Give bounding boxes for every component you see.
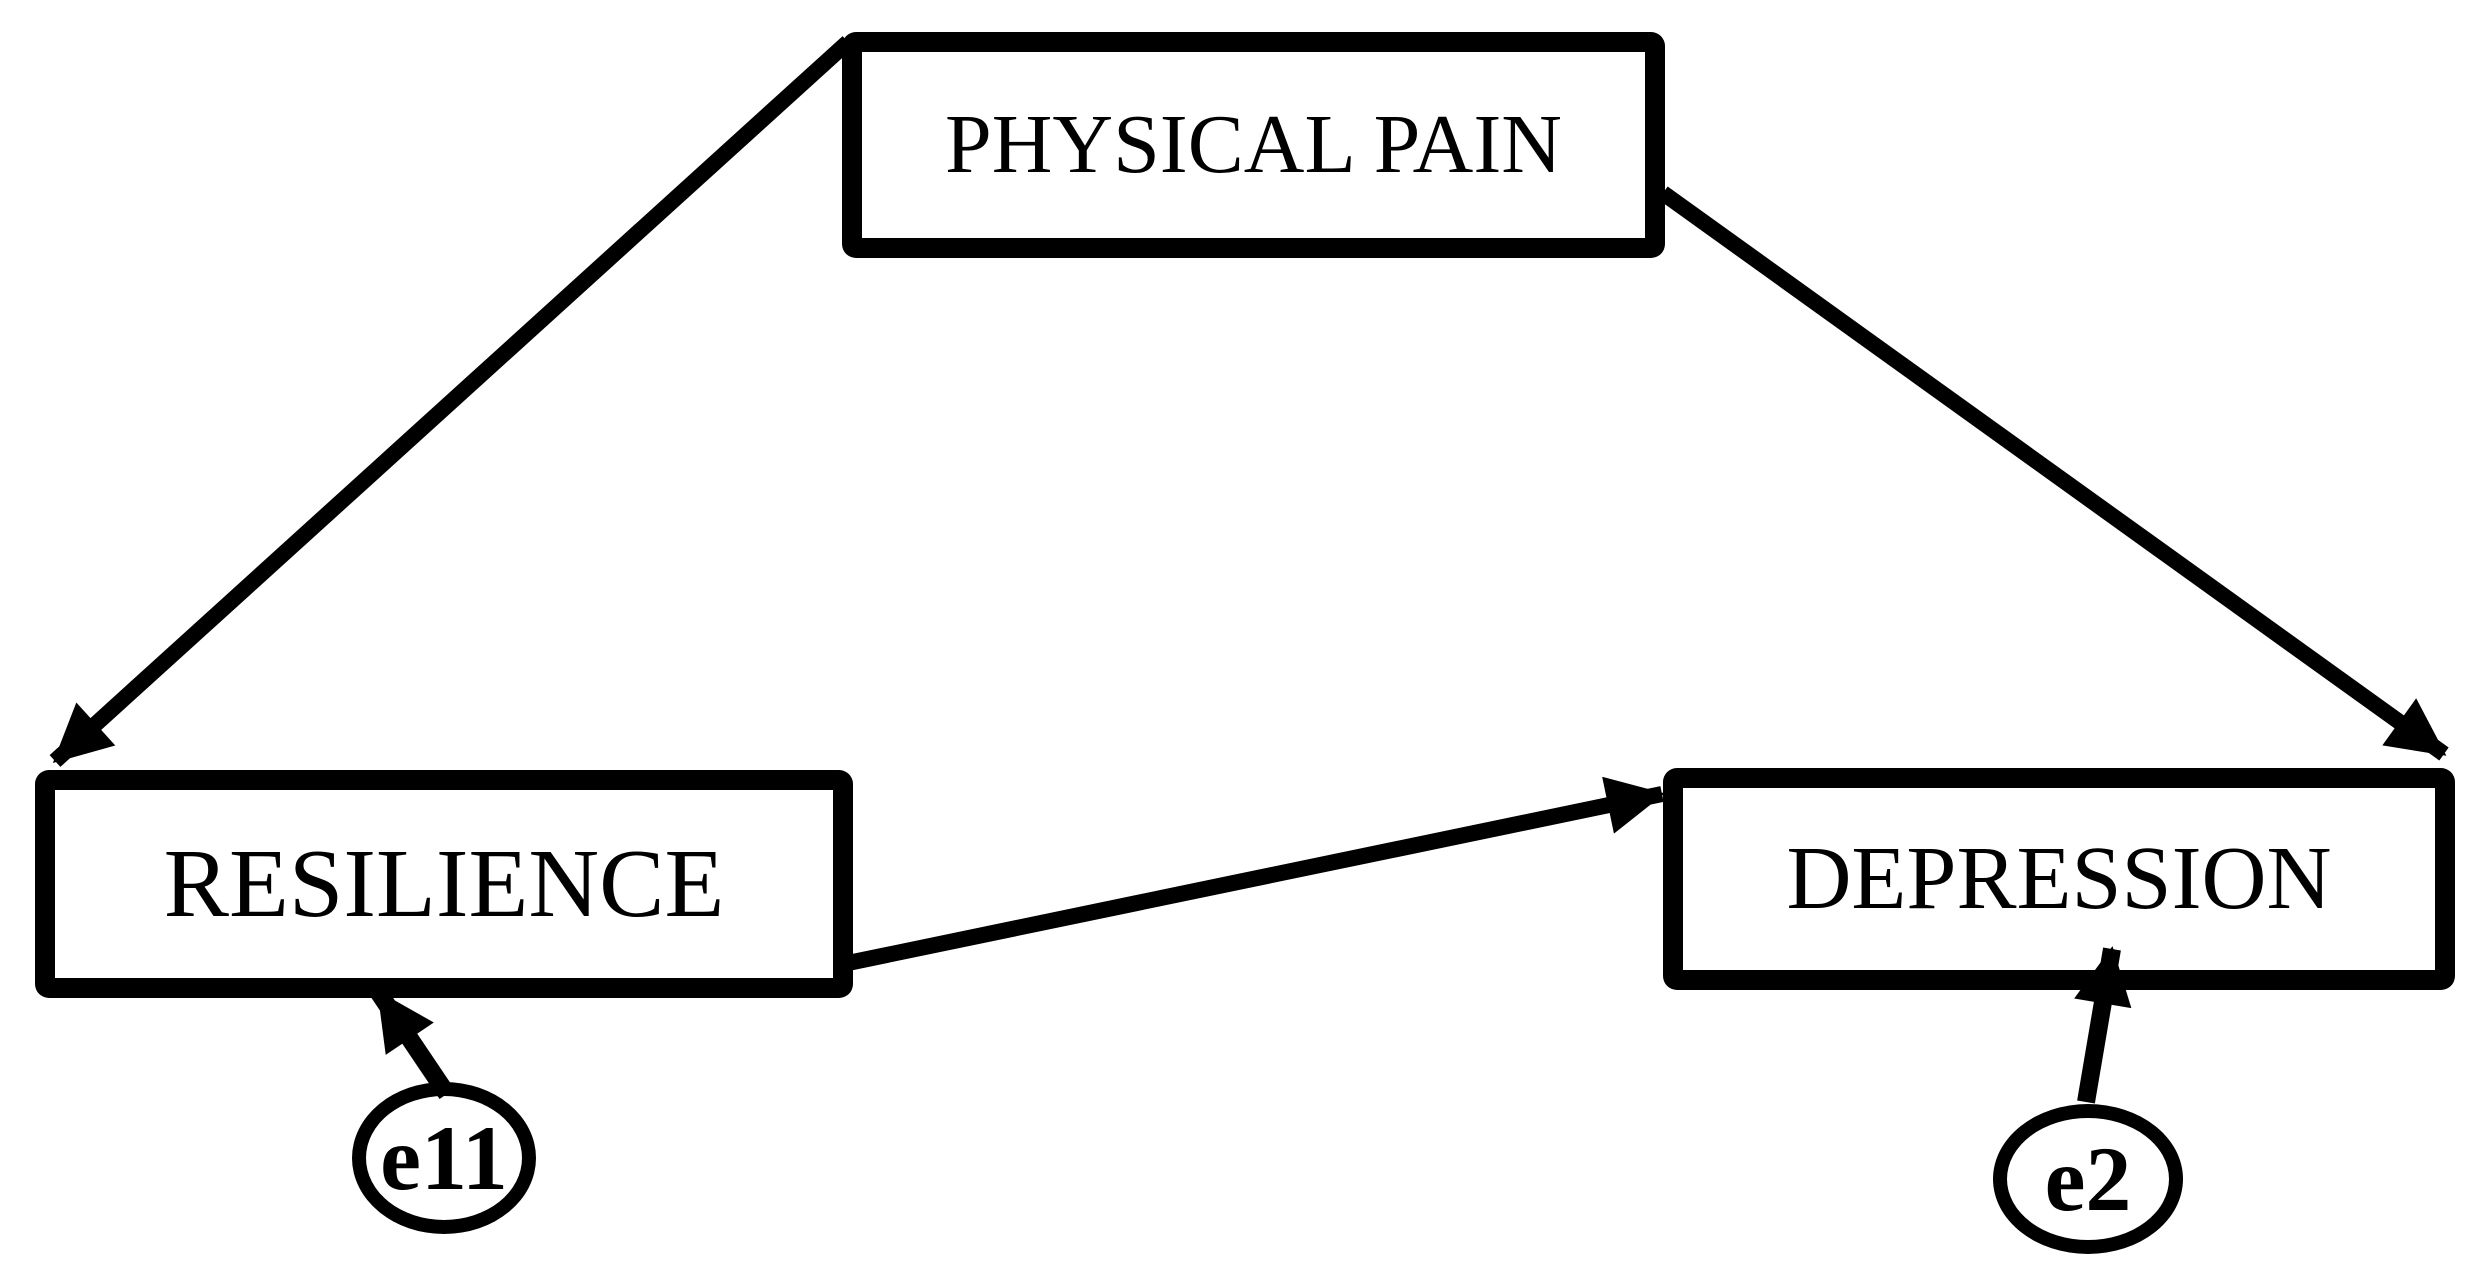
node-depression: DEPRESSION [1663, 768, 2455, 990]
error-term-e2-label: e2 [2044, 1128, 2132, 1230]
node-physical-pain-label: PHYSICAL PAIN [945, 98, 1562, 191]
edge-physical-pain-to-resilience [49, 36, 854, 767]
node-physical-pain: PHYSICAL PAIN [842, 32, 1665, 258]
edge-e11-to-resilience [371, 987, 455, 1100]
node-resilience: RESILIENCE [35, 770, 853, 998]
error-term-e11-label: e11 [380, 1107, 508, 1209]
error-term-e11: e11 [352, 1082, 536, 1234]
node-resilience-label: RESILIENCE [163, 830, 725, 938]
error-term-e2: e2 [1993, 1104, 2183, 1254]
edge-physical-pain-to-depression [1658, 186, 2449, 761]
node-depression-label: DEPRESSION [1786, 829, 2332, 928]
edge-resilience-to-depression [846, 776, 1665, 971]
